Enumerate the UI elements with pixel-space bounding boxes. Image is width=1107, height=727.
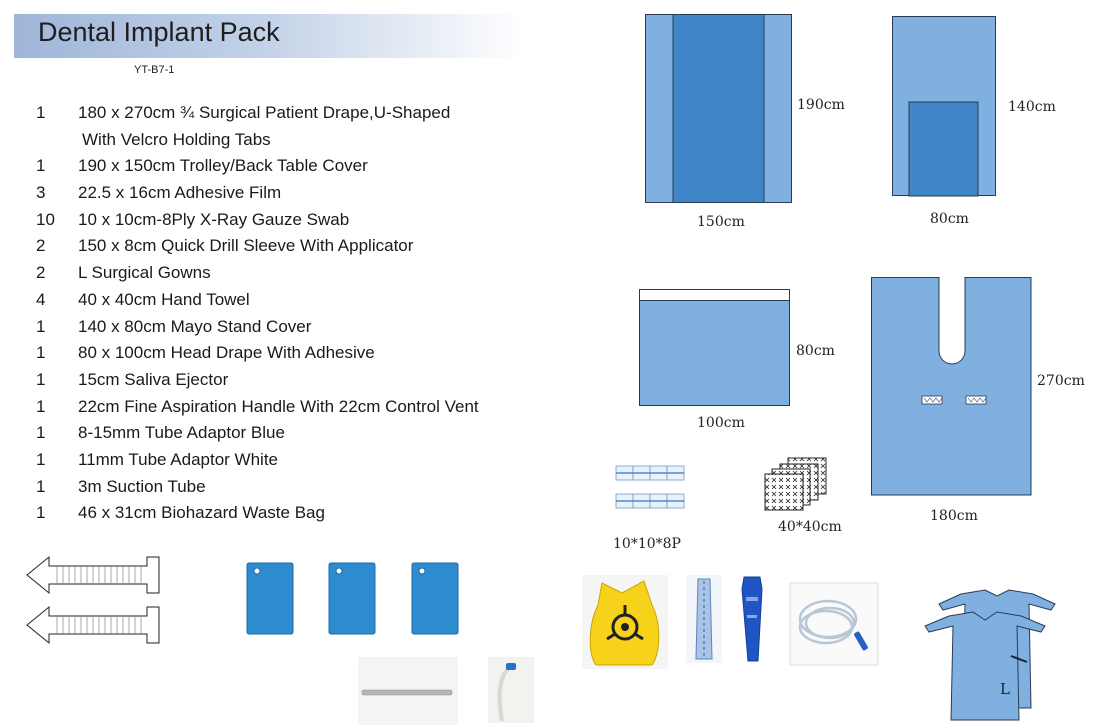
item-qty: 4 bbox=[36, 289, 46, 309]
page-title: Dental Implant Pack bbox=[38, 17, 280, 47]
item-qty: 1 bbox=[36, 503, 46, 523]
item-qty: 1 bbox=[36, 343, 46, 363]
item-desc: L Surgical Gowns bbox=[78, 263, 211, 283]
title-banner bbox=[14, 14, 524, 58]
table-cover-diagram bbox=[645, 14, 792, 203]
item-desc: 10 x 10cm-8Ply X-Ray Gauze Swab bbox=[78, 209, 350, 229]
item-qty: 10 bbox=[36, 209, 55, 229]
u-drape-diagram bbox=[871, 277, 1032, 496]
item-qty: 2 bbox=[36, 236, 46, 256]
towel-label: 40*40cm bbox=[778, 519, 842, 535]
adhesive-film-icon bbox=[246, 562, 459, 635]
gauze-swab-icon bbox=[615, 465, 685, 509]
gown-size-label: L bbox=[1000, 680, 1010, 698]
item-qty: 1 bbox=[36, 369, 46, 389]
mayo-height-label: 140cm bbox=[1008, 99, 1056, 115]
item-qty: 1 bbox=[36, 449, 46, 469]
item-qty: 1 bbox=[36, 316, 46, 336]
item-desc: 8-15mm Tube Adaptor Blue bbox=[78, 423, 285, 443]
drill-sleeve-icon bbox=[686, 575, 722, 663]
tube-adaptor-white-icon bbox=[488, 657, 534, 723]
item-qty: 2 bbox=[36, 263, 46, 283]
u-drape-height-label: 270cm bbox=[1037, 373, 1085, 389]
suction-tube-icon bbox=[789, 582, 879, 666]
item-desc: 80 x 100cm Head Drape With Adhesive bbox=[78, 343, 375, 363]
surgical-gown-icon bbox=[924, 589, 1056, 721]
item-desc: 150 x 8cm Quick Drill Sleeve With Applic… bbox=[78, 236, 414, 256]
u-drape-width-label: 180cm bbox=[930, 508, 978, 524]
item-desc: 3m Suction Tube bbox=[78, 476, 206, 496]
head-drape-diagram bbox=[639, 289, 790, 406]
item-desc: 46 x 31cm Biohazard Waste Bag bbox=[78, 503, 325, 523]
item-desc: 40 x 40cm Hand Towel bbox=[78, 289, 250, 309]
item-desc: With Velcro Holding Tabs bbox=[82, 129, 271, 149]
item-desc: 140 x 80cm Mayo Stand Cover bbox=[78, 316, 312, 336]
item-desc: 180 x 270cm ¾ Surgical Patient Drape,U-S… bbox=[78, 103, 451, 122]
hand-towel-icon bbox=[764, 457, 827, 511]
table-cover-height-label: 190cm bbox=[797, 97, 845, 113]
head-drape-height-label: 80cm bbox=[796, 343, 835, 359]
gauze-label: 10*10*8P bbox=[613, 536, 681, 552]
item-desc: 11mm Tube Adaptor White bbox=[78, 449, 279, 469]
item-qty: 1 bbox=[36, 396, 46, 416]
item-qty: 1 bbox=[36, 156, 46, 176]
item-desc: 22.5 x 16cm Adhesive Film bbox=[78, 183, 282, 203]
item-qty: 1 bbox=[36, 103, 46, 122]
saliva-ejector-icon bbox=[26, 555, 160, 645]
aspiration-handle-icon bbox=[358, 657, 458, 725]
product-code: YT-B7-1 bbox=[134, 64, 175, 76]
tube-adaptor-blue-icon bbox=[741, 576, 763, 662]
item-desc: 15cm Saliva Ejector bbox=[78, 369, 229, 389]
item-qty: 3 bbox=[36, 183, 46, 203]
mayo-width-label: 80cm bbox=[930, 211, 969, 227]
item-qty: 1 bbox=[36, 423, 46, 443]
biohazard-bag-icon bbox=[582, 575, 668, 669]
item-desc: 22cm Fine Aspiration Handle With 22cm Co… bbox=[78, 396, 479, 416]
mayo-cover-diagram bbox=[892, 16, 996, 197]
head-drape-width-label: 100cm bbox=[697, 415, 745, 431]
item-qty: 1 bbox=[36, 476, 46, 496]
table-cover-width-label: 150cm bbox=[697, 214, 745, 230]
item-desc: 190 x 150cm Trolley/Back Table Cover bbox=[78, 156, 368, 176]
